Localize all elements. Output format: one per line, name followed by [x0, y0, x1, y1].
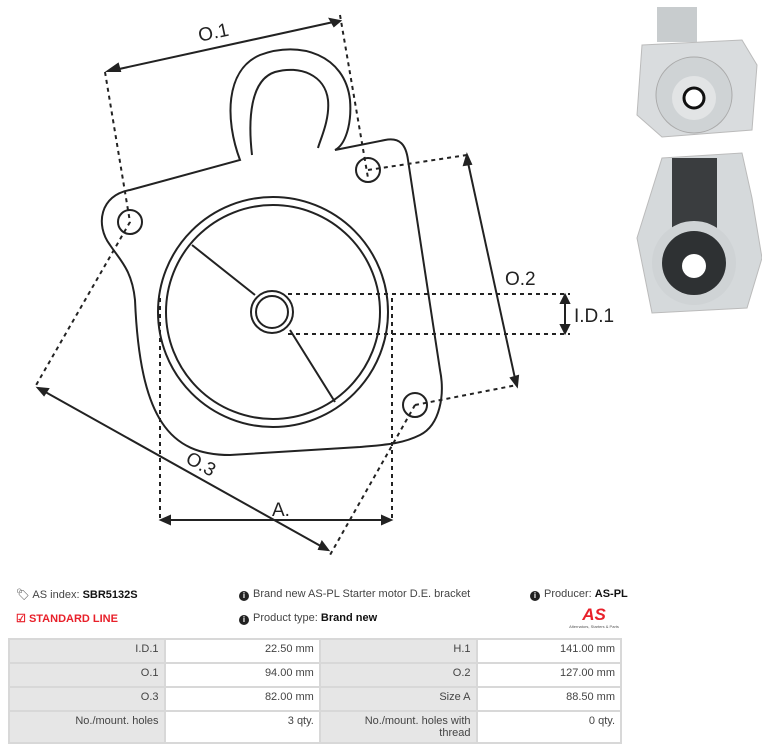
spec-label: I.D.1	[8, 638, 166, 664]
spec-label: O.2	[318, 662, 478, 688]
info-icon: i	[530, 591, 540, 601]
product-photo-front	[636, 7, 758, 138]
spec-value: 82.00 mm	[163, 686, 321, 712]
label-o1: O.1	[196, 20, 230, 47]
spec-value: 127.00 mm	[475, 662, 622, 688]
mount-hole	[355, 157, 381, 183]
hub-outer	[250, 290, 294, 334]
label-id1: I.D.1	[574, 306, 614, 327]
handle-inner	[249, 68, 330, 156]
spec-label: O.1	[8, 662, 166, 688]
spec-value: 141.00 mm	[475, 638, 622, 664]
mount-hole	[402, 392, 428, 418]
outer-ring	[157, 196, 389, 428]
as-pl-logo: AS Alternators, Starters & Parts	[569, 605, 619, 630]
mount-hole	[117, 209, 143, 235]
as-index: 🏷 AS index: SBR5132S	[16, 589, 138, 601]
label-a: A.	[272, 500, 290, 521]
checkbox-icon: ☑	[16, 613, 26, 625]
info-icon: i	[239, 615, 249, 625]
standard-line-badge: ☑ STANDARD LINE	[16, 613, 118, 625]
spec-label: No./mount. holes	[8, 710, 166, 744]
hub-inner	[255, 295, 289, 329]
spec-value: 94.00 mm	[163, 662, 321, 688]
spec-label: No./mount. holes with thread	[318, 710, 478, 744]
label-o2: O.2	[505, 269, 536, 290]
sector	[191, 244, 336, 403]
product-photo-back	[636, 152, 762, 314]
tags-icon: 🏷	[16, 589, 30, 601]
spec-label: O.3	[8, 686, 166, 712]
spec-value: 3 qty.	[163, 710, 321, 744]
info-icon: i	[239, 591, 249, 601]
spec-label: Size A	[318, 686, 478, 712]
dimension-arrows	[35, 17, 571, 552]
spec-value: 0 qty.	[475, 710, 622, 744]
spec-label: H.1	[318, 638, 478, 664]
spec-value: 22.50 mm	[163, 638, 321, 664]
spec-value: 88.50 mm	[475, 686, 622, 712]
inner-ring	[165, 204, 381, 420]
technical-drawing: O.1 O.2 O.3 A. I.D.1	[34, 14, 614, 556]
bracket-outline	[100, 48, 443, 457]
